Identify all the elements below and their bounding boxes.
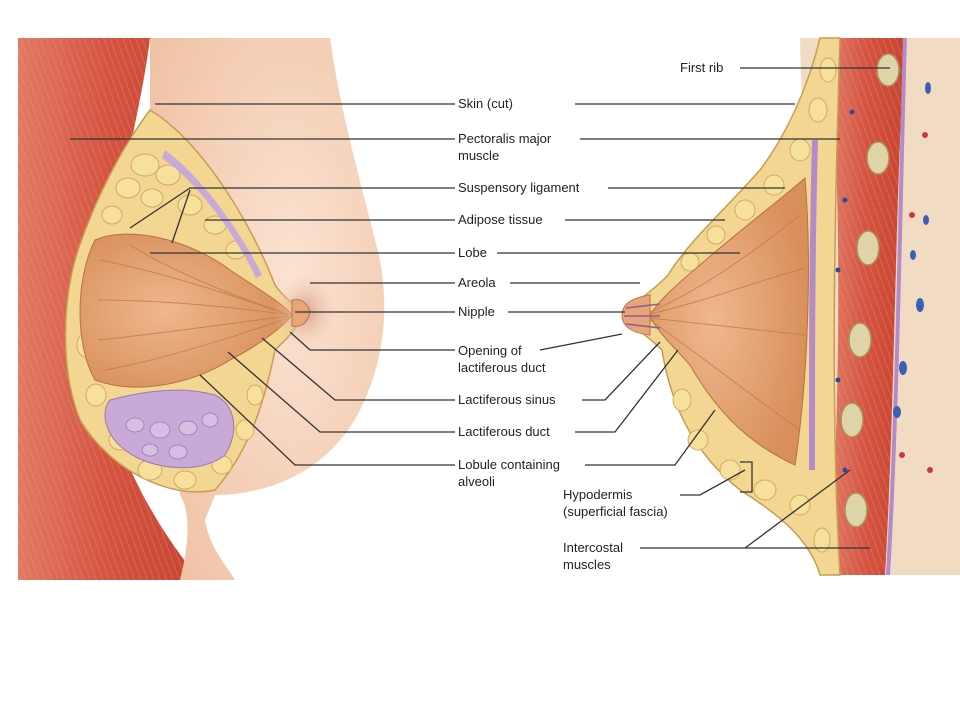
label-intercostal: Intercostal bbox=[563, 540, 623, 555]
label-lobe: Lobe bbox=[458, 245, 487, 260]
label-superficial-fascia: (superficial fascia) bbox=[563, 504, 668, 519]
label-areola: Areola bbox=[458, 275, 496, 290]
label-pectoralis-major: Pectoralis major bbox=[458, 131, 552, 146]
label-adipose-tissue: Adipose tissue bbox=[458, 212, 543, 227]
right-breast-illustration bbox=[621, 37, 960, 576]
label-nipple: Nipple bbox=[458, 304, 495, 319]
label-first-rib: First rib bbox=[680, 60, 724, 75]
label-lactiferous-duct-opening: lactiferous duct bbox=[458, 360, 546, 375]
label-suspensory-ligament: Suspensory ligament bbox=[458, 180, 580, 195]
label-pectoralis-muscle: muscle bbox=[458, 148, 500, 163]
first-rib bbox=[876, 53, 900, 87]
label-lactiferous-sinus: Lactiferous sinus bbox=[458, 392, 556, 407]
label-hypodermis: Hypodermis bbox=[563, 487, 633, 502]
label-opening-of: Opening of bbox=[458, 343, 522, 358]
ribs bbox=[840, 53, 900, 528]
left-breast-illustration bbox=[18, 38, 385, 580]
label-alveoli: alveoli bbox=[458, 474, 495, 489]
label-lactiferous-duct: Lactiferous duct bbox=[458, 424, 550, 439]
label-intercostal-muscles: muscles bbox=[563, 557, 611, 572]
label-lobule-containing: Lobule containing bbox=[458, 457, 560, 472]
label-skin-cut: Skin (cut) bbox=[458, 96, 513, 111]
leader-lines bbox=[70, 67, 890, 549]
nipple-profile bbox=[621, 294, 651, 336]
